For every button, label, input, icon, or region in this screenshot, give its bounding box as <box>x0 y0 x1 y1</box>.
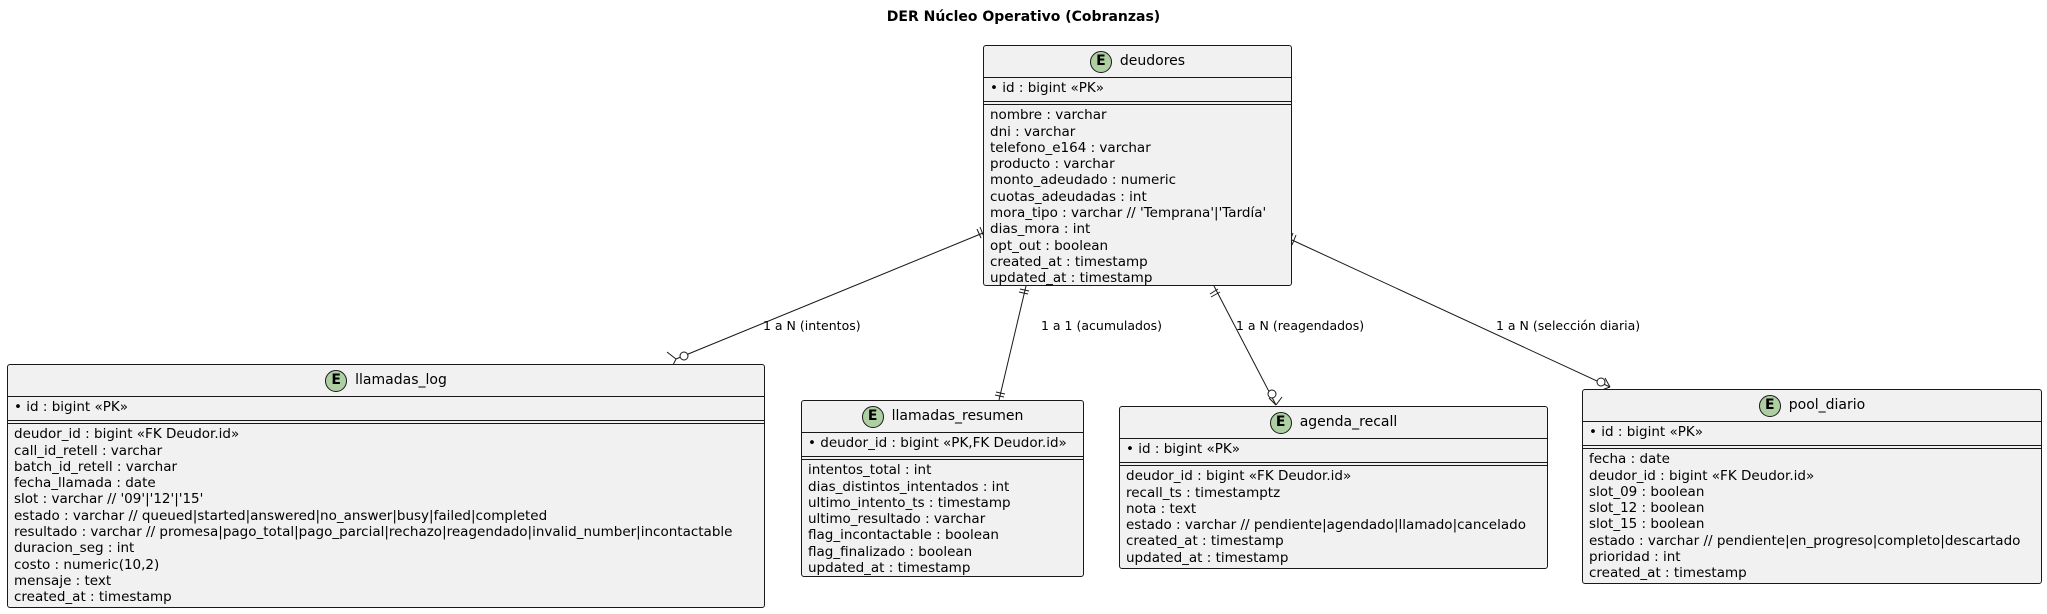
entity-badge-icon: E <box>1269 411 1292 434</box>
attribute: ultimo_intento_ts : timestamp <box>808 494 1011 511</box>
entity-pool-diario[interactable]: E pool_diario • id : bigint «PK» fecha :… <box>1582 389 2042 584</box>
attribute: batch_id_retell : varchar <box>14 458 178 475</box>
attribute: intentos_total : int <box>808 462 932 479</box>
attribute-list: deudor_id : bigint «FK Deudor.id» recall… <box>1120 466 1547 569</box>
rel-line-acumulados <box>998 285 1027 401</box>
divider <box>802 456 1083 461</box>
diagram-title: DER Núcleo Operativo (Cobranzas) <box>886 9 1161 25</box>
attribute: created_at : timestamp <box>14 589 172 606</box>
attribute: fecha : date <box>1589 451 1670 468</box>
attribute: fecha_llamada : date <box>14 475 156 492</box>
entity-name: pool_diario <box>1788 397 1866 414</box>
divider <box>1120 462 1547 467</box>
attribute: ultimo_resultado : varchar <box>808 511 986 528</box>
entity-header: E llamadas_log <box>8 365 764 397</box>
attribute: flag_finalizado : boolean <box>808 543 973 560</box>
attribute: call_id_retell : varchar <box>14 442 163 459</box>
attribute: updated_at : timestamp <box>808 560 971 577</box>
attribute: deudor_id : bigint «FK Deudor.id» <box>1126 468 1352 485</box>
pk-field: • deudor_id : bigint «PK,FK Deudor.id» <box>808 435 1067 451</box>
rel-label-reagendados: 1 a N (reagendados) <box>1236 318 1365 333</box>
attribute: estado : varchar // queued|started|answe… <box>14 507 548 524</box>
attribute: dni : varchar <box>990 123 1076 140</box>
attribute: producto : varchar <box>990 156 1115 173</box>
attribute: flag_incontactable : boolean <box>808 527 999 544</box>
attribute-list: intentos_total : int dias_distintos_inte… <box>802 460 1083 579</box>
attribute: slot_09 : boolean <box>1589 483 1705 500</box>
rel-label-seleccion: 1 a N (selección diaria) <box>1496 318 1641 333</box>
attribute: opt_out : boolean <box>990 237 1109 254</box>
entity-name: llamadas_resumen <box>891 408 1024 425</box>
attribute: created_at : timestamp <box>1589 565 1747 582</box>
entity-badge-icon: E <box>1758 394 1781 417</box>
attribute: monto_adeudado : numeric <box>990 172 1177 189</box>
entity-badge-icon: E <box>325 369 348 392</box>
attribute: updated_at : timestamp <box>990 270 1153 287</box>
entity-header: E deudores <box>984 46 1291 78</box>
entity-name: llamadas_log <box>355 372 447 389</box>
attribute: nota : text <box>1126 500 1197 517</box>
attribute-list: nombre : varchar dni : varchar telefono_… <box>984 105 1291 289</box>
attribute: estado : varchar // pendiente|agendado|l… <box>1126 517 1526 534</box>
divider <box>8 420 764 425</box>
entity-header: E agenda_recall <box>1120 407 1547 439</box>
attribute-list: fecha : date deudor_id : bigint «FK Deud… <box>1583 449 2041 584</box>
pk-field: • id : bigint «PK» <box>1589 424 1703 440</box>
entity-deudores[interactable]: E deudores • id : bigint «PK» nombre : v… <box>983 45 1292 286</box>
attribute: deudor_id : bigint «FK Deudor.id» <box>14 426 240 443</box>
entity-name: deudores <box>1119 53 1186 70</box>
divider <box>984 101 1291 106</box>
attribute: mora_tipo : varchar // 'Temprana'|'Tardí… <box>990 205 1267 222</box>
rel-line-seleccion <box>1291 239 1611 388</box>
rel-label-acumulados: 1 a 1 (acumulados) <box>1041 318 1163 333</box>
attribute: created_at : timestamp <box>990 253 1148 270</box>
attribute: slot : varchar // '09'|'12'|'15' <box>14 491 204 508</box>
attribute: prioridad : int <box>1589 549 1681 566</box>
entity-badge-icon: E <box>861 405 884 428</box>
attribute: mensaje : text <box>14 572 112 589</box>
attribute: cuotas_adeudadas : int <box>990 188 1147 205</box>
attribute: telefono_e164 : varchar <box>990 139 1151 156</box>
attribute: dias_distintos_intentados : int <box>808 478 1010 495</box>
rel-label-intentos: 1 a N (intentos) <box>763 318 861 333</box>
pk-field: • id : bigint «PK» <box>990 80 1104 96</box>
attribute: created_at : timestamp <box>1126 533 1284 550</box>
attribute: duracion_seg : int <box>14 540 135 557</box>
attribute: slot_12 : boolean <box>1589 500 1705 517</box>
divider <box>1583 445 2041 450</box>
attribute: costo : numeric(10,2) <box>14 556 160 573</box>
attribute: recall_ts : timestamptz <box>1126 484 1281 501</box>
rel-line-reagendados <box>1213 285 1277 406</box>
entity-llamadas-resumen[interactable]: E llamadas_resumen • deudor_id : bigint … <box>801 400 1084 577</box>
entity-name: agenda_recall <box>1299 414 1398 431</box>
attribute: resultado : varchar // promesa|pago_tota… <box>14 524 733 541</box>
attribute: updated_at : timestamp <box>1126 549 1289 566</box>
entity-header: E llamadas_resumen <box>802 401 1083 433</box>
attribute: slot_15 : boolean <box>1589 516 1705 533</box>
attribute: deudor_id : bigint «FK Deudor.id» <box>1589 467 1815 484</box>
entity-llamadas-log[interactable]: E llamadas_log • id : bigint «PK» deudor… <box>7 364 765 608</box>
entity-header: E pool_diario <box>1583 390 2041 422</box>
pk-field: • id : bigint «PK» <box>1126 441 1240 457</box>
pk-field: • id : bigint «PK» <box>14 399 128 415</box>
entity-badge-icon: E <box>1089 50 1112 73</box>
entity-agenda-recall[interactable]: E agenda_recall • id : bigint «PK» deudo… <box>1119 406 1548 569</box>
attribute-list: deudor_id : bigint «FK Deudor.id» call_i… <box>8 424 764 608</box>
attribute: nombre : varchar <box>990 107 1107 124</box>
attribute: estado : varchar // pendiente|en_progres… <box>1589 532 2021 549</box>
rel-line-intentos <box>675 232 984 360</box>
attribute: dias_mora : int <box>990 221 1091 238</box>
